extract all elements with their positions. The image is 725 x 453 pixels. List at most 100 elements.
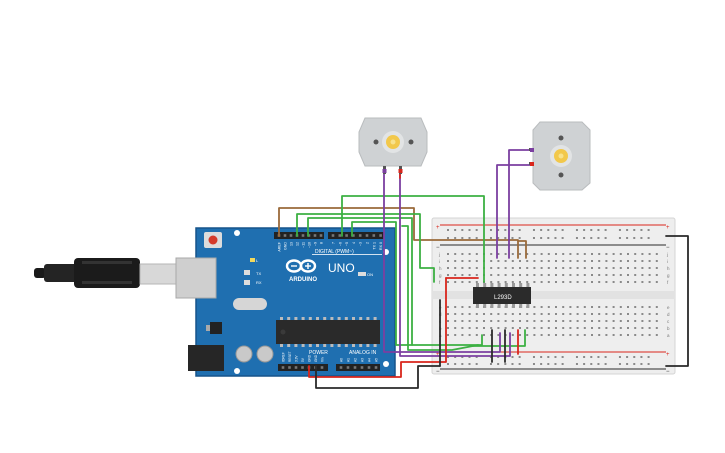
breadboard-hole[interactable] — [461, 274, 464, 276]
breadboard-hole[interactable] — [634, 267, 637, 269]
breadboard-hole[interactable] — [569, 306, 572, 308]
breadboard-hole[interactable] — [619, 320, 622, 322]
breadboard-hole[interactable] — [547, 281, 550, 283]
breadboard-hole[interactable] — [583, 237, 586, 239]
breadboard-hole[interactable] — [648, 327, 651, 329]
header-pin[interactable] — [307, 234, 311, 237]
breadboard-hole[interactable] — [605, 320, 608, 322]
breadboard-hole[interactable] — [618, 363, 621, 365]
breadboard-hole[interactable] — [454, 327, 457, 329]
breadboard-hole[interactable] — [597, 229, 600, 231]
breadboard-hole[interactable] — [447, 237, 449, 239]
breadboard-hole[interactable] — [641, 281, 644, 283]
breadboard-hole[interactable] — [540, 306, 543, 308]
l293d-driver-ic[interactable]: L293D — [473, 283, 531, 308]
breadboard-hole[interactable] — [569, 334, 572, 336]
breadboard-hole[interactable] — [634, 320, 637, 322]
breadboard-hole[interactable] — [518, 237, 521, 239]
breadboard-hole[interactable] — [497, 267, 500, 269]
breadboard-hole[interactable] — [648, 320, 651, 322]
breadboard-hole[interactable] — [475, 237, 478, 239]
breadboard-hole[interactable] — [605, 260, 608, 262]
breadboard-hole[interactable] — [461, 237, 464, 239]
breadboard-hole[interactable] — [597, 363, 600, 365]
breadboard-hole[interactable] — [497, 363, 500, 365]
header-pin[interactable] — [345, 234, 348, 237]
breadboard-hole[interactable] — [511, 313, 514, 315]
breadboard-holes[interactable] — [447, 229, 658, 365]
breadboard-hole[interactable] — [562, 281, 565, 283]
breadboard-hole[interactable] — [591, 260, 593, 262]
breadboard-hole[interactable] — [655, 327, 658, 329]
breadboard-hole[interactable] — [647, 229, 650, 231]
breadboard-hole[interactable] — [619, 260, 622, 262]
breadboard-hole[interactable] — [618, 356, 621, 358]
breadboard-hole[interactable] — [641, 313, 644, 315]
breadboard-hole[interactable] — [490, 267, 493, 269]
breadboard-hole[interactable] — [497, 313, 500, 315]
breadboard-hole[interactable] — [634, 260, 637, 262]
breadboard-hole[interactable] — [605, 306, 608, 308]
breadboard-hole[interactable] — [641, 274, 644, 276]
breadboard-hole[interactable] — [612, 267, 615, 269]
breadboard-hole[interactable] — [447, 274, 449, 276]
breadboard-hole[interactable] — [640, 356, 643, 358]
breadboard-hole[interactable] — [468, 363, 471, 365]
breadboard-hole[interactable] — [519, 260, 521, 262]
breadboard-hole[interactable] — [591, 313, 593, 315]
breadboard-hole[interactable] — [569, 327, 572, 329]
breadboard-hole[interactable] — [547, 306, 550, 308]
header-pin[interactable] — [358, 234, 362, 237]
breadboard-hole[interactable] — [627, 253, 629, 255]
breadboard-hole[interactable] — [497, 253, 500, 255]
wire-purple[interactable] — [399, 173, 511, 357]
breadboard-hole[interactable] — [655, 334, 658, 336]
breadboard-hole[interactable] — [591, 267, 593, 269]
breadboard-hole[interactable] — [540, 229, 543, 231]
breadboard-hole[interactable] — [576, 260, 579, 262]
breadboard-hole[interactable] — [598, 281, 601, 283]
breadboard-hole[interactable] — [461, 313, 464, 315]
breadboard-hole[interactable] — [454, 274, 457, 276]
breadboard-hole[interactable] — [576, 274, 579, 276]
breadboard-hole[interactable] — [540, 320, 543, 322]
breadboard-hole[interactable] — [468, 356, 471, 358]
breadboard-hole[interactable] — [447, 229, 449, 231]
breadboard-hole[interactable] — [468, 281, 471, 283]
breadboard-hole[interactable] — [575, 237, 578, 239]
header-pin[interactable] — [301, 234, 305, 237]
breadboard-hole[interactable] — [591, 253, 593, 255]
breadboard-hole[interactable] — [648, 281, 651, 283]
breadboard-hole[interactable] — [619, 281, 622, 283]
breadboard-hole[interactable] — [454, 356, 457, 358]
breadboard-hole[interactable] — [576, 267, 579, 269]
breadboard-hole[interactable] — [619, 267, 622, 269]
breadboard-hole[interactable] — [540, 363, 543, 365]
breadboard-hole[interactable] — [612, 253, 615, 255]
breadboard-hole[interactable] — [490, 313, 493, 315]
breadboard-hole[interactable] — [576, 320, 579, 322]
breadboard-hole[interactable] — [447, 334, 449, 336]
breadboard-hole[interactable] — [461, 363, 464, 365]
breadboard-hole[interactable] — [468, 229, 471, 231]
breadboard-hole[interactable] — [504, 281, 507, 283]
breadboard-hole[interactable] — [641, 334, 644, 336]
breadboard-hole[interactable] — [518, 229, 521, 231]
breadboard-hole[interactable] — [454, 267, 457, 269]
breadboard-hole[interactable] — [519, 334, 521, 336]
breadboard-hole[interactable] — [475, 229, 478, 231]
breadboard-hole[interactable] — [604, 229, 607, 231]
breadboard-hole[interactable] — [591, 306, 593, 308]
breadboard-hole[interactable] — [627, 306, 629, 308]
breadboard-hole[interactable] — [519, 253, 521, 255]
breadboard-hole[interactable] — [447, 320, 449, 322]
breadboard-hole[interactable] — [627, 320, 629, 322]
breadboard-hole[interactable] — [490, 320, 493, 322]
breadboard-hole[interactable] — [533, 334, 536, 336]
breadboard-hole[interactable] — [526, 281, 529, 283]
wire-green[interactable] — [469, 329, 526, 347]
breadboard-hole[interactable] — [641, 327, 644, 329]
breadboard-hole[interactable] — [554, 363, 557, 365]
breadboard-hole[interactable] — [454, 313, 457, 315]
breadboard-hole[interactable] — [555, 327, 557, 329]
